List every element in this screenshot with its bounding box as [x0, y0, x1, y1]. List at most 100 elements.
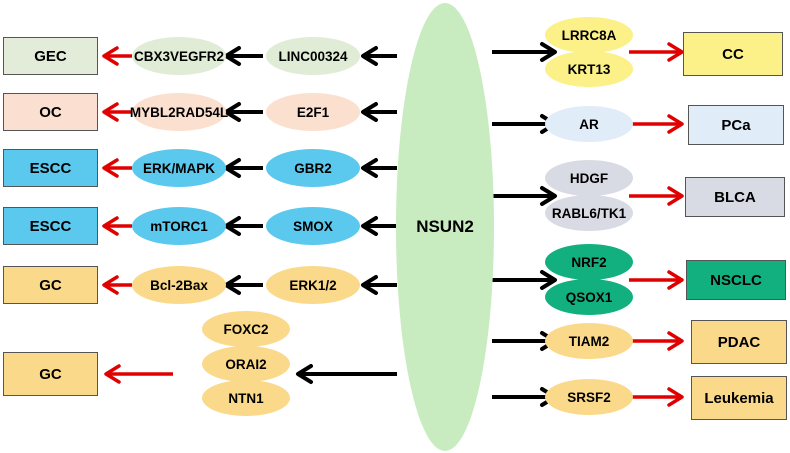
upstream-node: SMOX [266, 207, 360, 245]
node-label: LRRC8A [561, 27, 617, 43]
disease-box: PCa [688, 105, 784, 145]
node-label: Bcl-2 [150, 277, 184, 293]
node-label: Bax [183, 277, 208, 293]
disease-box: OC [3, 93, 98, 131]
regulation-arrow [492, 186, 557, 206]
disease-label: ESCC [29, 217, 72, 235]
disease-label: NSCLC [710, 271, 762, 289]
node-label: NTN1 [228, 390, 264, 406]
node-label: GBR2 [294, 160, 332, 176]
upstream-node: LINC00324 [266, 37, 360, 75]
disease-box: Leukemia [691, 376, 787, 420]
disease-box: BLCA [685, 177, 785, 217]
disease-arrow [629, 387, 684, 407]
node-label: VEGFR2 [170, 48, 225, 64]
mediator-node: KRT13 [545, 51, 633, 87]
disease-label: Leukemia [704, 389, 774, 407]
upstream-node: E2F1 [266, 93, 360, 131]
mediator-node: RABL6/TK1 [545, 195, 633, 231]
mediator-node: SRSF2 [545, 379, 633, 415]
disease-box: GEC [3, 37, 98, 75]
disease-arrow [629, 331, 684, 351]
regulation-arrow [492, 270, 557, 290]
disease-label: PDAC [717, 333, 761, 351]
regulation-arrow [296, 364, 397, 384]
node-label: E2F1 [296, 104, 330, 120]
node-label: KRT13 [567, 61, 611, 77]
regulation-arrow [224, 216, 263, 236]
node-label: NRF2 [571, 254, 607, 270]
disease-arrow [102, 158, 132, 178]
regulation-arrow [361, 158, 397, 178]
mediator-node: QSOX1 [545, 279, 633, 315]
node-label: RAD54L [175, 104, 229, 120]
disease-box: ESCC [3, 207, 98, 245]
disease-label: PCa [721, 116, 751, 134]
node-label: AR [579, 116, 599, 132]
regulation-arrow [492, 42, 557, 62]
mediator-node: LRRC8A [545, 17, 633, 53]
disease-label: GC [39, 365, 62, 383]
regulation-arrow [224, 102, 263, 122]
regulation-arrow [361, 102, 397, 122]
node-label: TIAM2 [568, 333, 610, 349]
disease-arrow [102, 102, 132, 122]
regulation-arrow [224, 275, 263, 295]
disease-arrow [629, 186, 684, 206]
disease-label: GC [39, 276, 62, 294]
regulation-arrow [224, 158, 263, 178]
node-label: SRSF2 [567, 389, 611, 405]
node-label: SMOX [293, 218, 333, 234]
disease-arrow [102, 46, 132, 66]
mediator-node: AR [545, 106, 633, 142]
disease-arrow [102, 275, 132, 295]
node-label: FOXC2 [223, 321, 269, 337]
mediator-node: HDGF [545, 160, 633, 196]
mediator-node: TIAM2 [545, 323, 633, 359]
mediator-node: NRF2 [545, 244, 633, 280]
mediator-node: NTN1 [202, 380, 290, 416]
disease-label: OC [39, 103, 62, 121]
mediator-node: FOXC2 [202, 311, 290, 347]
disease-box: GC [3, 352, 98, 396]
node-label: HDGF [569, 170, 609, 186]
regulation-arrow [361, 275, 397, 295]
node-label: MYBL2 [129, 104, 176, 120]
disease-label: BLCA [714, 188, 756, 206]
disease-arrow [629, 114, 684, 134]
disease-label: GEC [34, 47, 67, 65]
node-label: ERK/MAPK [142, 160, 215, 176]
hub-label: NSUN2 [416, 217, 474, 236]
upstream-node: ERK1/2 [266, 266, 360, 304]
disease-box: NSCLC [686, 260, 786, 300]
upstream-node: GBR2 [266, 149, 360, 187]
node-label: LINC00324 [278, 48, 348, 64]
regulation-arrow [224, 46, 263, 66]
mediator-node: mTORC1 [132, 207, 226, 245]
disease-arrow [104, 364, 173, 384]
regulation-arrow [361, 46, 397, 66]
node-label: mTORC1 [150, 218, 208, 234]
disease-label: ESCC [29, 159, 72, 177]
nsun2-hub: NSUN2 [396, 3, 494, 451]
disease-arrow [629, 42, 684, 62]
disease-arrow [102, 216, 132, 236]
disease-box: GC [3, 266, 98, 304]
mediator-node: ERK/MAPK [132, 149, 226, 187]
disease-box: ESCC [3, 149, 98, 187]
node-label: ERK1/2 [289, 277, 337, 293]
node-label: CBX3 [133, 48, 170, 64]
disease-label: CC [722, 45, 744, 63]
node-label: RABL6/TK1 [551, 205, 627, 221]
node-label: ORAI2 [225, 356, 267, 372]
disease-arrow [629, 270, 684, 290]
mediator-node: ORAI2 [202, 346, 290, 382]
disease-box: CC [683, 32, 783, 76]
regulation-arrow [361, 216, 397, 236]
node-label: QSOX1 [565, 289, 613, 305]
